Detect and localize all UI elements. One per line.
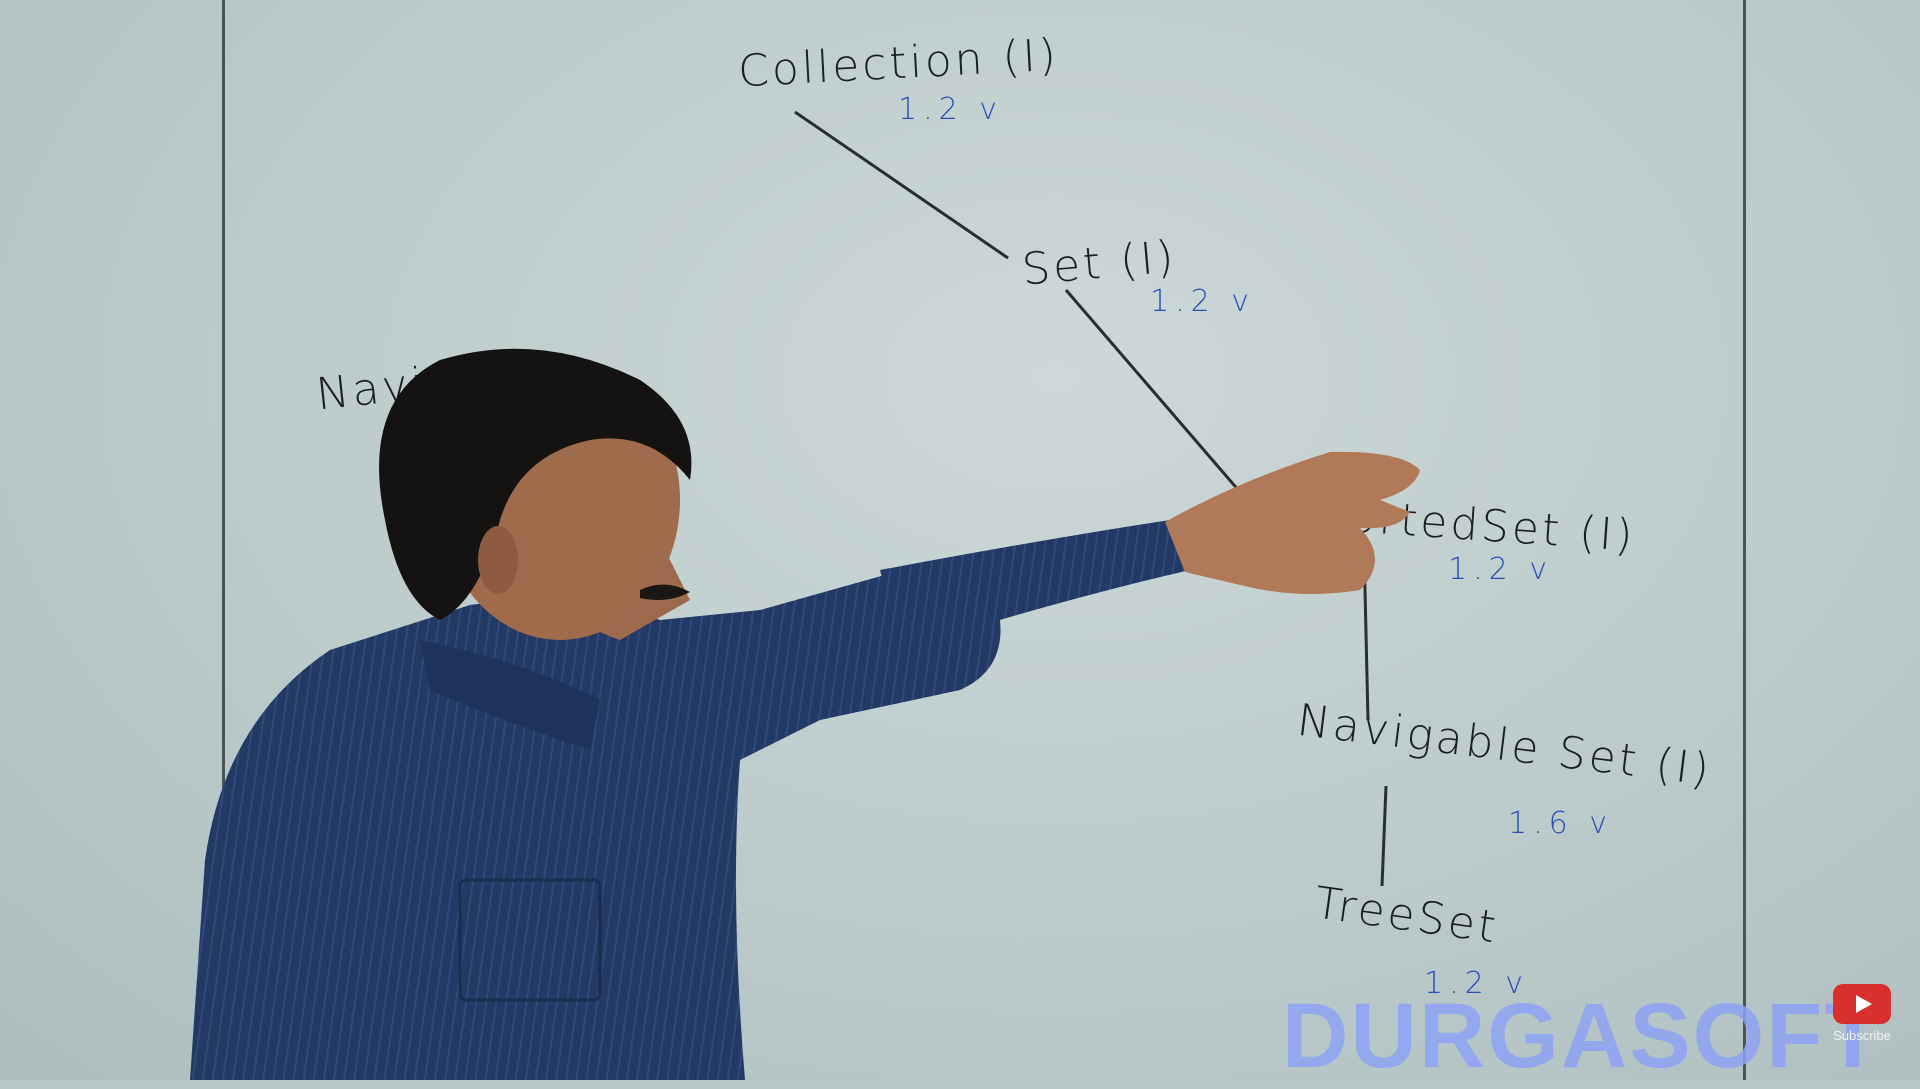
- board-frame-left: [222, 0, 225, 1080]
- connector-navigable-treeset: [1380, 785, 1388, 887]
- presenter-hair: [379, 348, 692, 620]
- presenter-collar: [420, 640, 600, 750]
- connector-set-sortedset: [1064, 289, 1242, 493]
- presenter-shirt: [190, 564, 1001, 1080]
- node-treeset-version: 1.2 v: [1424, 966, 1529, 1001]
- play-icon: [1833, 984, 1891, 1024]
- subscribe-label: Subscribe: [1833, 1028, 1891, 1043]
- board-frame-right: [1743, 0, 1746, 1080]
- presenter-mustache: [640, 584, 690, 600]
- presenter-hand: [1165, 451, 1420, 594]
- durgasoft-watermark: DURGASOFT: [1282, 985, 1883, 1087]
- subscribe-button[interactable]: Subscribe: [1822, 984, 1902, 1044]
- node-sortedset-version: 1.2 v: [1448, 552, 1553, 587]
- connector-collection-set: [794, 110, 1009, 260]
- node-collection-version: 1.2 v: [898, 92, 1003, 127]
- presenter-arm: [880, 520, 1190, 650]
- node-set-version: 1.2 v: [1150, 284, 1255, 319]
- node-navigableset-version: 1.6 v: [1508, 806, 1613, 841]
- presenter-pocket: [458, 878, 602, 1002]
- presenter-ear: [478, 526, 518, 594]
